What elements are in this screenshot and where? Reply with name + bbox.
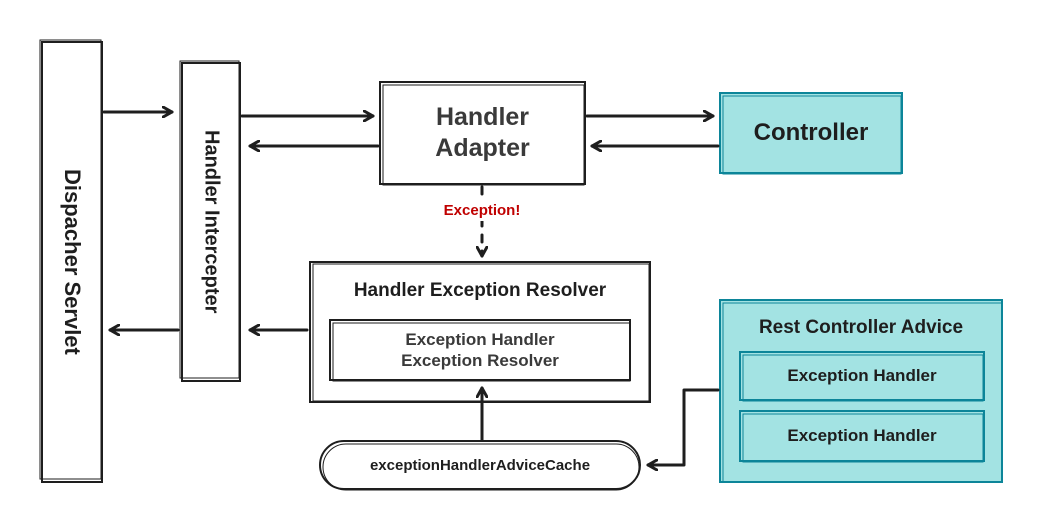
handler-interceptor-label: Handler Intercepter (200, 130, 223, 314)
advice-cache-box (319, 440, 641, 491)
exception-handler-1-label: Exception Handler (787, 366, 937, 385)
exception-handler-exception-resolver-label: Exception Handler Exception Resolver (401, 330, 559, 370)
rest-controller-advice-label: Rest Controller Advice (758, 317, 964, 338)
exception-edge-label: Exception! (412, 199, 552, 221)
handler-interceptor-box (179, 60, 241, 382)
exception-handler-1-box (739, 351, 985, 402)
exception-handler-2-box (739, 410, 985, 463)
dispatcher-servlet-box (39, 39, 103, 483)
handler-adapter-label: Handler Adapter (435, 103, 530, 162)
arrow-advice-to-cache (646, 388, 720, 465)
exception-handler-2-label: Exception Handler (787, 426, 937, 445)
dispatcher-servlet-label: Dispacher Servlet (60, 169, 85, 355)
controller-box (719, 92, 903, 175)
handler-exception-resolver-label: Handler Exception Resolver (353, 280, 607, 301)
exception-handler-exception-resolver-box (329, 319, 631, 382)
controller-label: Controller (753, 119, 869, 146)
advice-cache-label: exceptionHandlerAdviceCache (369, 456, 591, 474)
handler-adapter-box (379, 81, 586, 186)
